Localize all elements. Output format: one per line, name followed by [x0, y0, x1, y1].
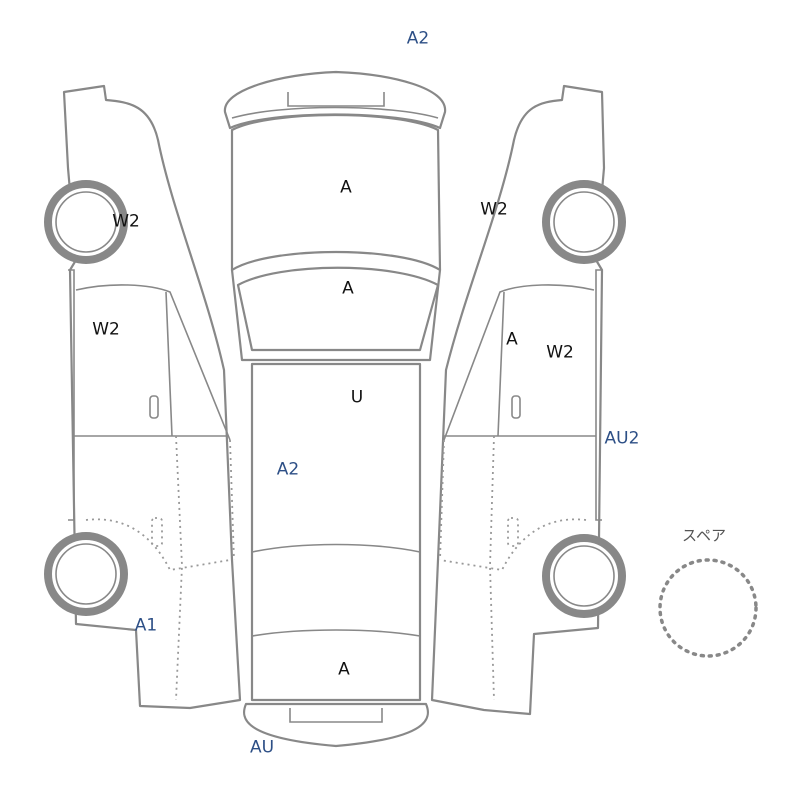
- marker-left-front-w2: W2: [112, 211, 140, 232]
- marker-top-roof-a2: A2: [406, 28, 430, 49]
- left-front-tire[interactable]: [44, 180, 128, 264]
- marker-right-door-w2: W2: [546, 342, 574, 363]
- marker-right-front-w2: W2: [480, 199, 508, 220]
- marker-roof-u: U: [350, 387, 364, 408]
- marker-windshield-a: A: [342, 278, 354, 299]
- top-view: [223, 70, 447, 748]
- hood[interactable]: [230, 113, 442, 272]
- marker-hood-a: A: [340, 177, 352, 198]
- marker-roof-side-a2: A2: [276, 459, 300, 480]
- marker-left-door-w2: W2: [92, 319, 120, 340]
- windshield[interactable]: [236, 266, 440, 352]
- marker-right-door-a: A: [506, 329, 518, 350]
- marker-rear-bumper-au: AU: [249, 737, 275, 758]
- spare-tire[interactable]: [658, 558, 758, 658]
- right-front-tire[interactable]: [542, 180, 626, 264]
- right-side-view: [430, 84, 626, 716]
- right-rear-tire[interactable]: [542, 534, 626, 618]
- marker-trunk-a: A: [338, 659, 350, 680]
- roof[interactable]: [250, 362, 422, 702]
- left-rear-tire[interactable]: [44, 532, 128, 616]
- left-side-view: [44, 84, 242, 710]
- marker-left-rear-a1: A1: [134, 615, 158, 636]
- right-front-fender[interactable]: [430, 84, 606, 716]
- spare-label: スペア: [682, 526, 726, 545]
- marker-right-sill-au2: AU2: [604, 428, 640, 449]
